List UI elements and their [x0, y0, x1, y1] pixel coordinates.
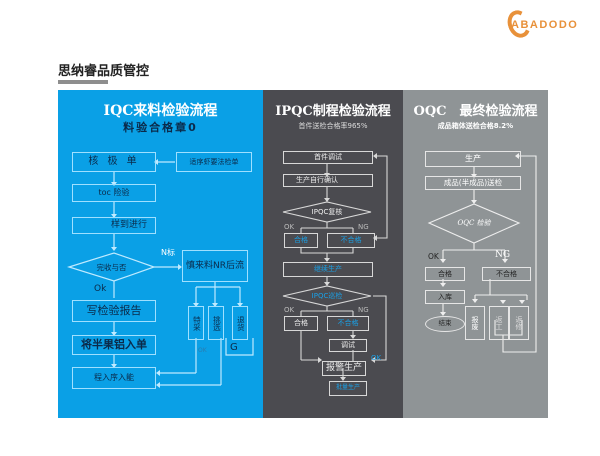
- ipqc-continue-box: 继续生产: [283, 262, 373, 277]
- oqc-pass-box: 合格: [425, 267, 465, 281]
- ipqc-panel: IPQC制程检验流程 首件送检合格率965%: [263, 90, 403, 418]
- oqc-production-box: 生产: [425, 151, 521, 167]
- iqc-ok2-label: OK: [198, 347, 207, 354]
- page-title: 思纳睿品质管控: [58, 64, 150, 79]
- oqc-connectors: [427, 153, 537, 353]
- iqc-nr-flow-box: 慎来料NR后流: [182, 250, 248, 282]
- ipqc-ok3-label: OK: [371, 354, 382, 362]
- ipqc-ng1-label: NG: [358, 223, 369, 231]
- oqc-ok-label: OK: [428, 252, 439, 261]
- iqc-ng-label: N标: [161, 248, 175, 257]
- iqc-decision-label: 完收与否: [96, 262, 127, 272]
- iqc-return-box: 退货: [232, 306, 248, 340]
- oqc-end-oval: 结束: [425, 316, 465, 332]
- ipqc-title: IPQC制程检验流程: [275, 104, 391, 119]
- logo-text: ABADODO: [511, 19, 579, 31]
- ipqc-adjust-box: 调试: [329, 339, 367, 352]
- ipqc-fail2-box: 不合格: [327, 316, 369, 331]
- ipqc-pass1-box: 合格: [284, 233, 318, 248]
- oqc-rework-box: 返工: [489, 306, 509, 340]
- iqc-side-note-box: 适序虾要法检单: [176, 152, 252, 172]
- oqc-subtitle: 成品箱体送检合格8.2%: [437, 122, 514, 130]
- oqc-scrap-box: 报废: [465, 306, 485, 340]
- oqc-fail-box: 不合格: [482, 267, 531, 281]
- ipqc-ok2-label: OK: [284, 306, 295, 314]
- iqc-panel: IQC来料检验流程 料验合格章0: [58, 90, 263, 418]
- ipqc-decision2-label: IPQC巡检: [311, 292, 343, 300]
- iqc-ok-label: Ok: [94, 284, 107, 294]
- iqc-subtitle: 料验合格章0: [123, 121, 198, 134]
- ipqc-decision1-label: IPQC复核: [311, 208, 343, 216]
- iqc-special-box: 特采: [188, 306, 204, 340]
- iqc-warehouse-box: 程入序入能: [72, 367, 156, 389]
- iqc-check-box: toc 险验: [72, 184, 156, 202]
- oqc-panel: OQC 最终检验流程 成品箱体送检合格8.2%: [403, 90, 548, 418]
- title-underline: [58, 80, 108, 84]
- ipqc-first-article-box: 首件调试: [283, 151, 373, 164]
- ipqc-fail1-box: 不合格: [327, 233, 375, 248]
- iqc-check-list-box: 核 极 单: [72, 152, 156, 172]
- ipqc-pass2-box: 合格: [284, 316, 318, 331]
- iqc-sample-box: 样到进行: [72, 217, 156, 234]
- oqc-ng-label: NG: [495, 250, 511, 260]
- ipqc-report-box: 报警生产: [322, 361, 366, 376]
- oqc-decision-label: OQC 检验: [457, 219, 491, 227]
- ipqc-subtitle: 首件送检合格率965%: [298, 122, 368, 130]
- oqc-return-box: 返修: [509, 306, 529, 340]
- iqc-sort-box: 挑选: [208, 306, 224, 340]
- oqc-title: OQC 最终检验流程: [413, 104, 538, 119]
- ipqc-final-box: 批量生产: [329, 381, 367, 396]
- ipqc-ok1-label: OK: [284, 223, 295, 231]
- oqc-submit-box: 成品(半成品)送检: [425, 176, 521, 190]
- iqc-g-label: G: [230, 342, 238, 353]
- oqc-stock-in-box: 入库: [425, 290, 465, 304]
- iqc-stock-note-box: 将半果铝入单: [72, 335, 156, 355]
- iqc-report-box: 写检验报告: [72, 300, 156, 322]
- ipqc-ng2-label: NG: [358, 306, 369, 314]
- iqc-title: IQC来料检验流程: [103, 103, 218, 119]
- ipqc-self-check-box: 生产自行确认: [283, 174, 373, 187]
- company-logo: ABADODO: [503, 7, 595, 44]
